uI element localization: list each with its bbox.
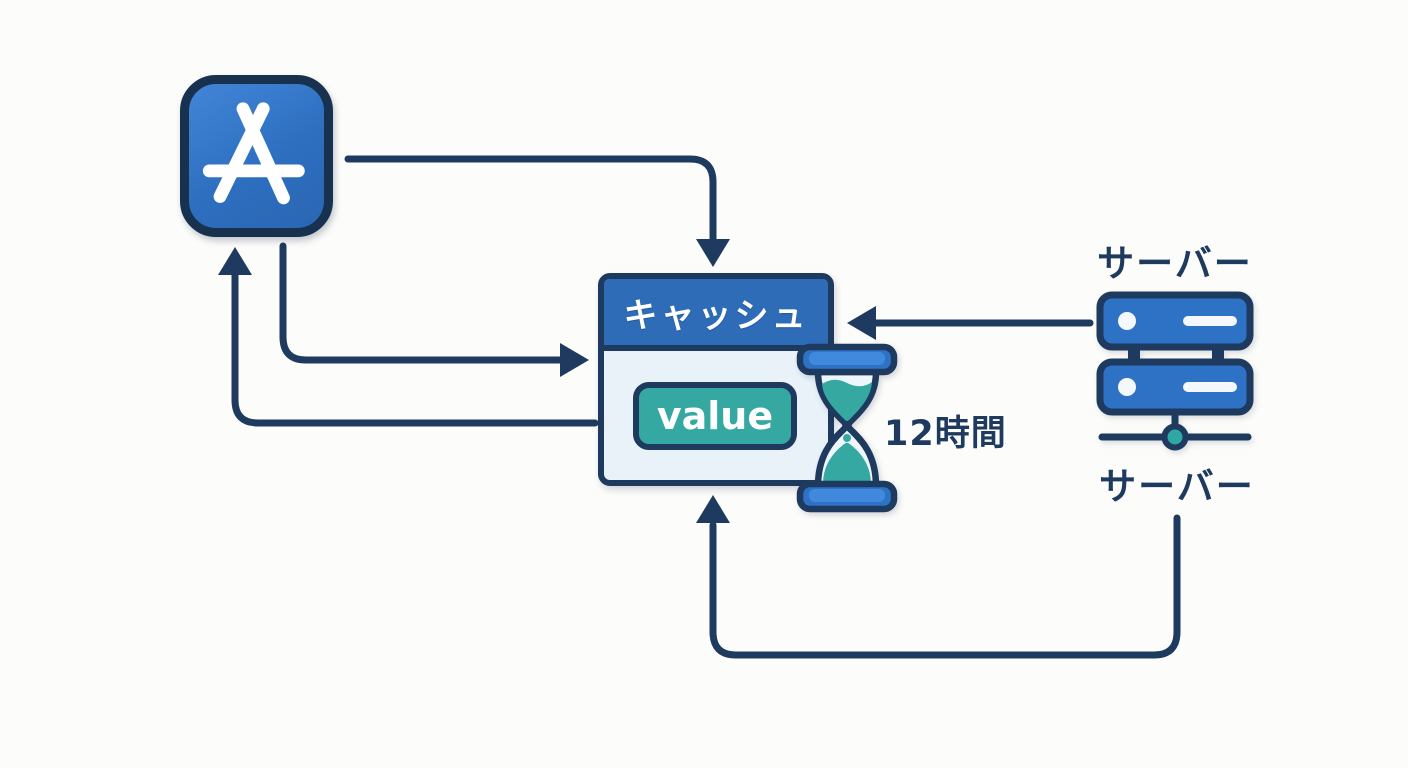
cache-title: キャッシュ [623,295,809,336]
hourglass-sand-top [822,379,872,421]
arrow-server-to-cache [847,306,1094,340]
server-unit-2 [1096,358,1254,416]
server-icon [1096,291,1254,451]
cache-box: キャッシュ value [598,273,834,486]
server-slot-1 [1183,316,1237,326]
server-led-1 [1118,312,1136,330]
arrow-app-to-cache-left [279,242,589,377]
app-store-glyph [202,102,305,205]
cache-value-chip: value [633,382,797,450]
server-unit-1 [1096,291,1254,351]
hourglass-icon [796,343,898,513]
server-slot-2 [1183,382,1237,392]
hourglass-sand-bottom [823,442,871,484]
hourglass-sand-drop [841,444,853,456]
arrow-server-to-cache-bottom [696,495,1181,659]
hourglass-top-cap-highlight [809,352,885,365]
server-label-top: サーバー [1097,242,1253,285]
server-led-2 [1118,378,1136,396]
arrow-app-to-cache-top [344,155,730,267]
hourglass-bottom-cap-highlight [809,489,885,502]
arrow-cache-to-app-return [218,247,599,427]
server-label-bottom: サーバー [1099,465,1255,508]
cache-value-label: value [656,394,774,438]
ttl-label: 12時間 [884,414,1007,454]
network-node-icon [1161,423,1189,451]
app-store-icon [180,75,333,237]
cache-header: キャッシュ [604,279,828,351]
hourglass-sand-drop [843,434,851,442]
